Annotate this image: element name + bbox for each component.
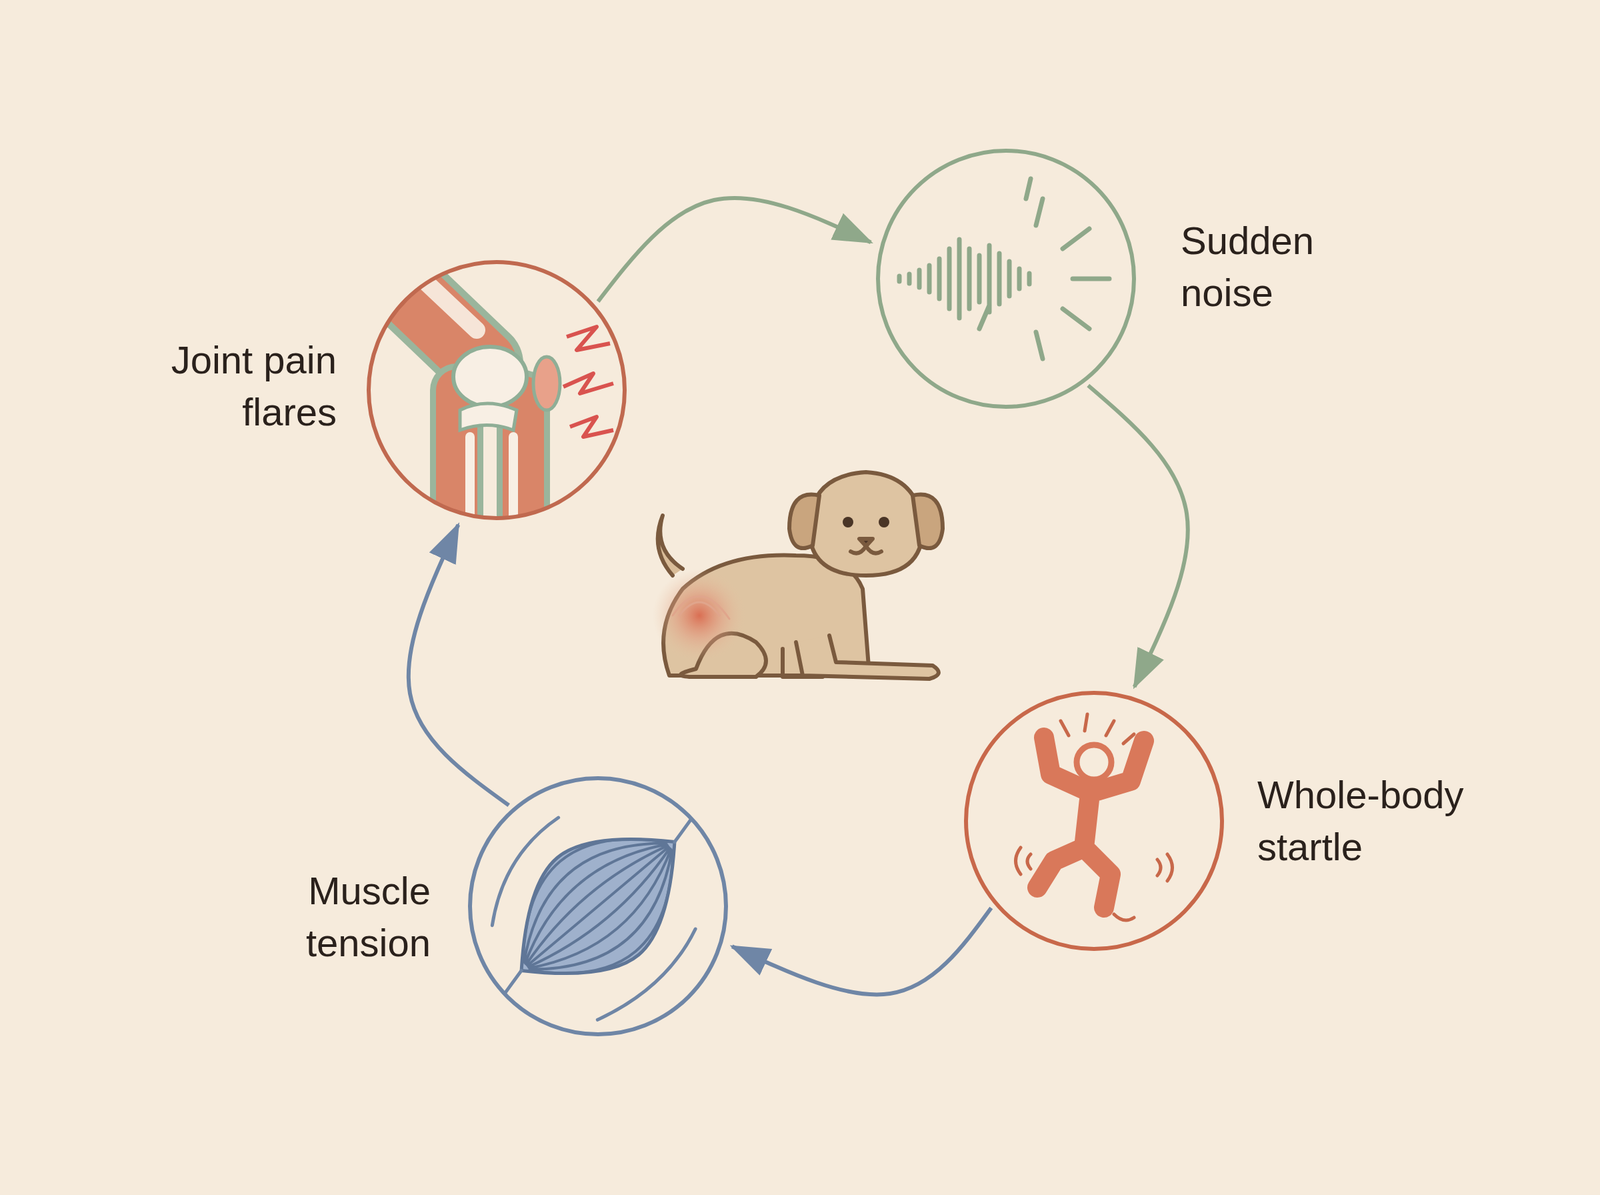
cycle-step-circle: Joint pain flares <box>366 259 628 521</box>
cycle-arrow <box>408 524 509 806</box>
step-label: Whole-body startle <box>1257 768 1498 873</box>
circle-border <box>966 692 1222 949</box>
step-label: Joint pain flares <box>136 334 337 438</box>
circle-outline <box>366 259 628 521</box>
cycle-arrow <box>1088 385 1188 687</box>
sound-wave-icon <box>899 178 1110 359</box>
step-label: Muscle tension <box>257 864 431 969</box>
muscle-fiber-icon <box>440 752 757 1061</box>
startle-figure-icon <box>1016 714 1173 920</box>
circle-outline <box>875 148 1137 410</box>
circle-outline <box>467 775 729 1037</box>
circle-border <box>470 778 726 1034</box>
circle-border <box>878 150 1134 407</box>
cycle-step-circle: Whole-body startle <box>963 690 1225 952</box>
cycle-step-circle: Sudden noise <box>875 148 1137 410</box>
circle-border <box>368 262 625 518</box>
cycle-arrow <box>732 908 992 995</box>
dog-illustration <box>652 472 943 679</box>
cycle-step-circle: Muscle tension <box>467 775 729 1037</box>
cycle-arrow <box>598 198 871 302</box>
circle-outline <box>963 690 1225 952</box>
knee-joint-icon <box>336 223 614 564</box>
step-label: Sudden noise <box>1180 214 1354 319</box>
